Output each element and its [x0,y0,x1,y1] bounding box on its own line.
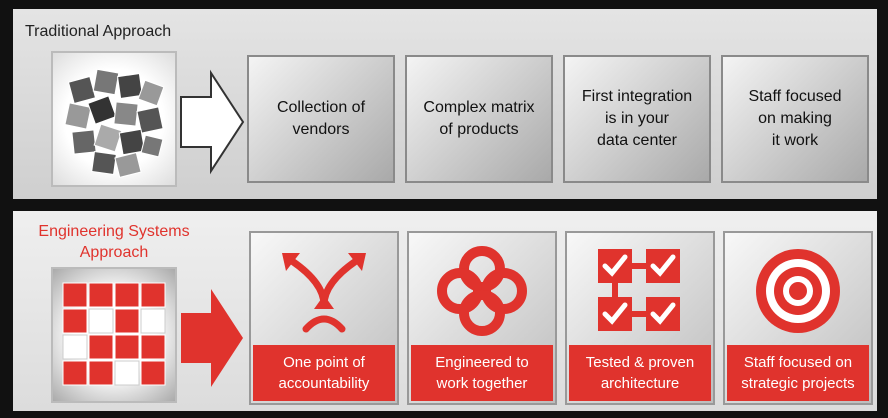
card-staff-focused-strategic: Staff focused on strategic projects [723,231,873,405]
red-white-puzzle-icon [62,282,166,386]
traditional-approach-panel: Traditional Approach Collect [10,6,880,202]
converging-arrows-icon [282,253,366,333]
card-tested-proven-architecture: Tested & proven architecture [565,231,715,405]
engineering-systems-panel: Engineering Systems Approach [10,208,880,414]
target-icon [756,249,840,333]
item-staff-focused-making-it-work: Staff focused on making it work [721,55,869,183]
label-tested-proven-architecture: Tested & proven architecture [569,345,711,401]
gray-puzzle-image [51,51,177,187]
item-collection-of-vendors: Collection of vendors [247,55,395,183]
label-staff-focused-strategic: Staff focused on strategic projects [727,345,869,401]
engineering-title: Engineering Systems Approach [38,223,190,261]
card-engineered-to-work-together: Engineered to work together [407,231,557,405]
white-arrow-icon [180,69,245,175]
red-puzzle-image [51,267,177,403]
traditional-title: Traditional Approach [25,23,172,40]
interlocking-loops-icon [437,246,527,336]
item-complex-matrix: Complex matrix of products [405,55,553,183]
gray-puzzle-icon [64,68,165,178]
label-engineered-to-work-together: Engineered to work together [411,345,553,401]
item-first-integration: First integration is in your data center [563,55,711,183]
red-arrow-icon [181,289,243,387]
label-one-point-of-accountability: One point of accountability [253,345,395,401]
checklist-flow-icon [598,249,680,331]
card-one-point-of-accountability: One point of accountability [249,231,399,405]
